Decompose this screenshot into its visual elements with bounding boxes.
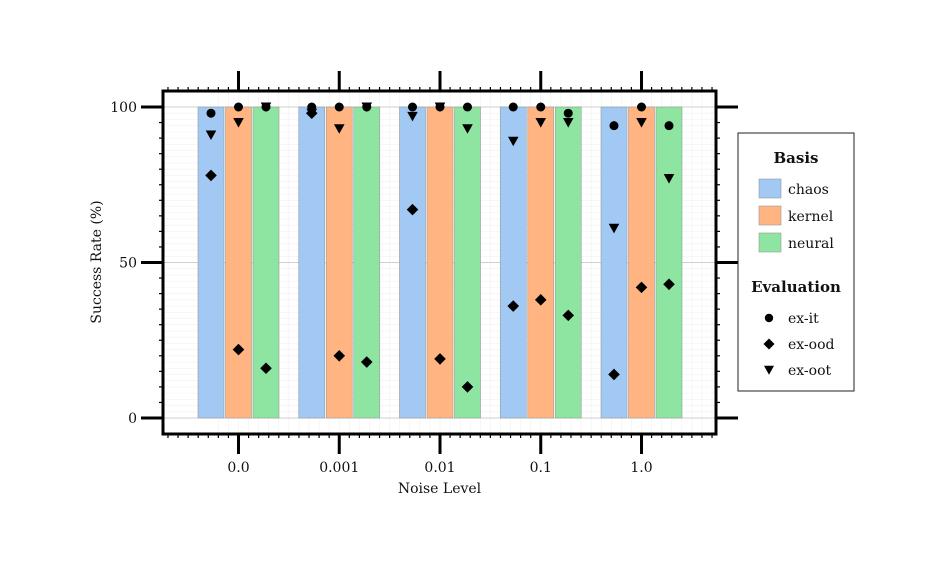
marker-ex-oot (306, 108, 318, 119)
marker-ex-oot (636, 118, 647, 128)
bar-kernel (426, 106, 454, 419)
marker-ex-ood (260, 362, 272, 375)
marker-ex-ood (608, 368, 620, 381)
marker-ex-oot (663, 174, 675, 184)
marker-ex-it (463, 102, 472, 112)
x-tick-label: 0.0 (227, 460, 249, 476)
bar-kernel (325, 106, 353, 419)
y-tick-label: 50 (119, 256, 137, 272)
marker-ex-ood (205, 169, 217, 182)
marker-ex-it (609, 121, 619, 131)
legend: Basis Evaluation chaos kernel neural ex-it e… (737, 132, 855, 392)
y-tick-label: 100 (110, 100, 137, 116)
bar-kernel (225, 106, 252, 419)
marker-ex-ood (534, 294, 547, 306)
bar-chaos (399, 106, 426, 419)
legend-swatch-chaos (758, 178, 782, 199)
marker-ex-oot (562, 118, 574, 128)
marker-ex-oot (407, 111, 418, 122)
x-tick-label: 0.001 (319, 460, 359, 476)
marker-ex-it (508, 102, 518, 112)
markers (205, 102, 675, 393)
marker-ex-oot (535, 118, 547, 128)
bar-chaos (499, 106, 527, 419)
bar-chaos (298, 106, 326, 419)
x-axis-label: Noise Level (398, 481, 482, 497)
x-tick-label: 0.1 (530, 460, 552, 476)
legend-marker-ex-oot (764, 365, 774, 375)
legend-label-ex-oot: ex-oot (788, 363, 832, 379)
legend-label-neural: neural (788, 236, 834, 252)
marker-ex-it (563, 108, 573, 118)
legend-title-evaluation: Evaluation (751, 278, 841, 296)
legend-marker-ex-it (764, 313, 774, 323)
y-tick-label: 0 (128, 411, 137, 427)
marker-ex-oot (260, 102, 272, 113)
marker-ex-ood (360, 356, 373, 368)
legend-label-chaos: chaos (788, 182, 829, 198)
bars (197, 106, 683, 419)
marker-ex-oot (434, 102, 446, 113)
legend-label-ex-ood: ex-ood (788, 337, 835, 353)
legend-label-ex-it: ex-it (788, 311, 819, 327)
bar-neural (454, 106, 481, 419)
marker-ex-ood (635, 281, 648, 294)
marker-ex-it (536, 102, 546, 112)
marker-ex-it (637, 102, 646, 112)
y-axis-label: Success Rate (%) (89, 200, 105, 323)
marker-ex-ood (461, 381, 474, 393)
marker-ex-ood (663, 278, 675, 291)
legend-swatch-kernel (758, 205, 782, 226)
marker-ex-ood (507, 300, 520, 312)
marker-ex-oot (205, 130, 217, 141)
marker-ex-ood (406, 203, 419, 216)
bar-neural (353, 106, 381, 419)
marker-ex-oot (507, 136, 519, 147)
bar-kernel (628, 106, 655, 419)
bar-neural (554, 106, 582, 419)
bar-neural (655, 106, 683, 419)
marker-ex-oot (361, 102, 373, 113)
legend-swatch-neural (758, 232, 782, 253)
marker-ex-ood (562, 309, 575, 322)
marker-ex-it (206, 108, 216, 118)
legend-label-kernel: kernel (788, 209, 834, 225)
axes: 0 50 100 0.0 0.001 0.01 0.1 1.0 (110, 71, 738, 476)
marker-ex-it (408, 102, 417, 112)
marker-ex-ood (232, 343, 245, 356)
marker-ex-it (664, 121, 674, 131)
bar-chaos (600, 106, 628, 419)
marker-ex-oot (608, 223, 620, 234)
marker-ex-it (334, 102, 344, 112)
marker-ex-oot (462, 124, 473, 134)
bar-kernel (527, 106, 555, 419)
marker-ex-ood (333, 350, 346, 362)
marker-ex-oot (233, 118, 244, 128)
x-tick-label: 0.01 (424, 460, 455, 476)
marker-ex-it (234, 102, 243, 112)
marker-ex-oot (333, 124, 345, 134)
legend-box (737, 132, 855, 392)
marker-ex-ood (434, 353, 446, 365)
legend-marker-ex-ood (763, 338, 775, 350)
x-tick-label: 1.0 (630, 460, 652, 476)
legend-title-basis: Basis (774, 149, 819, 167)
bar-chaos (197, 106, 225, 419)
